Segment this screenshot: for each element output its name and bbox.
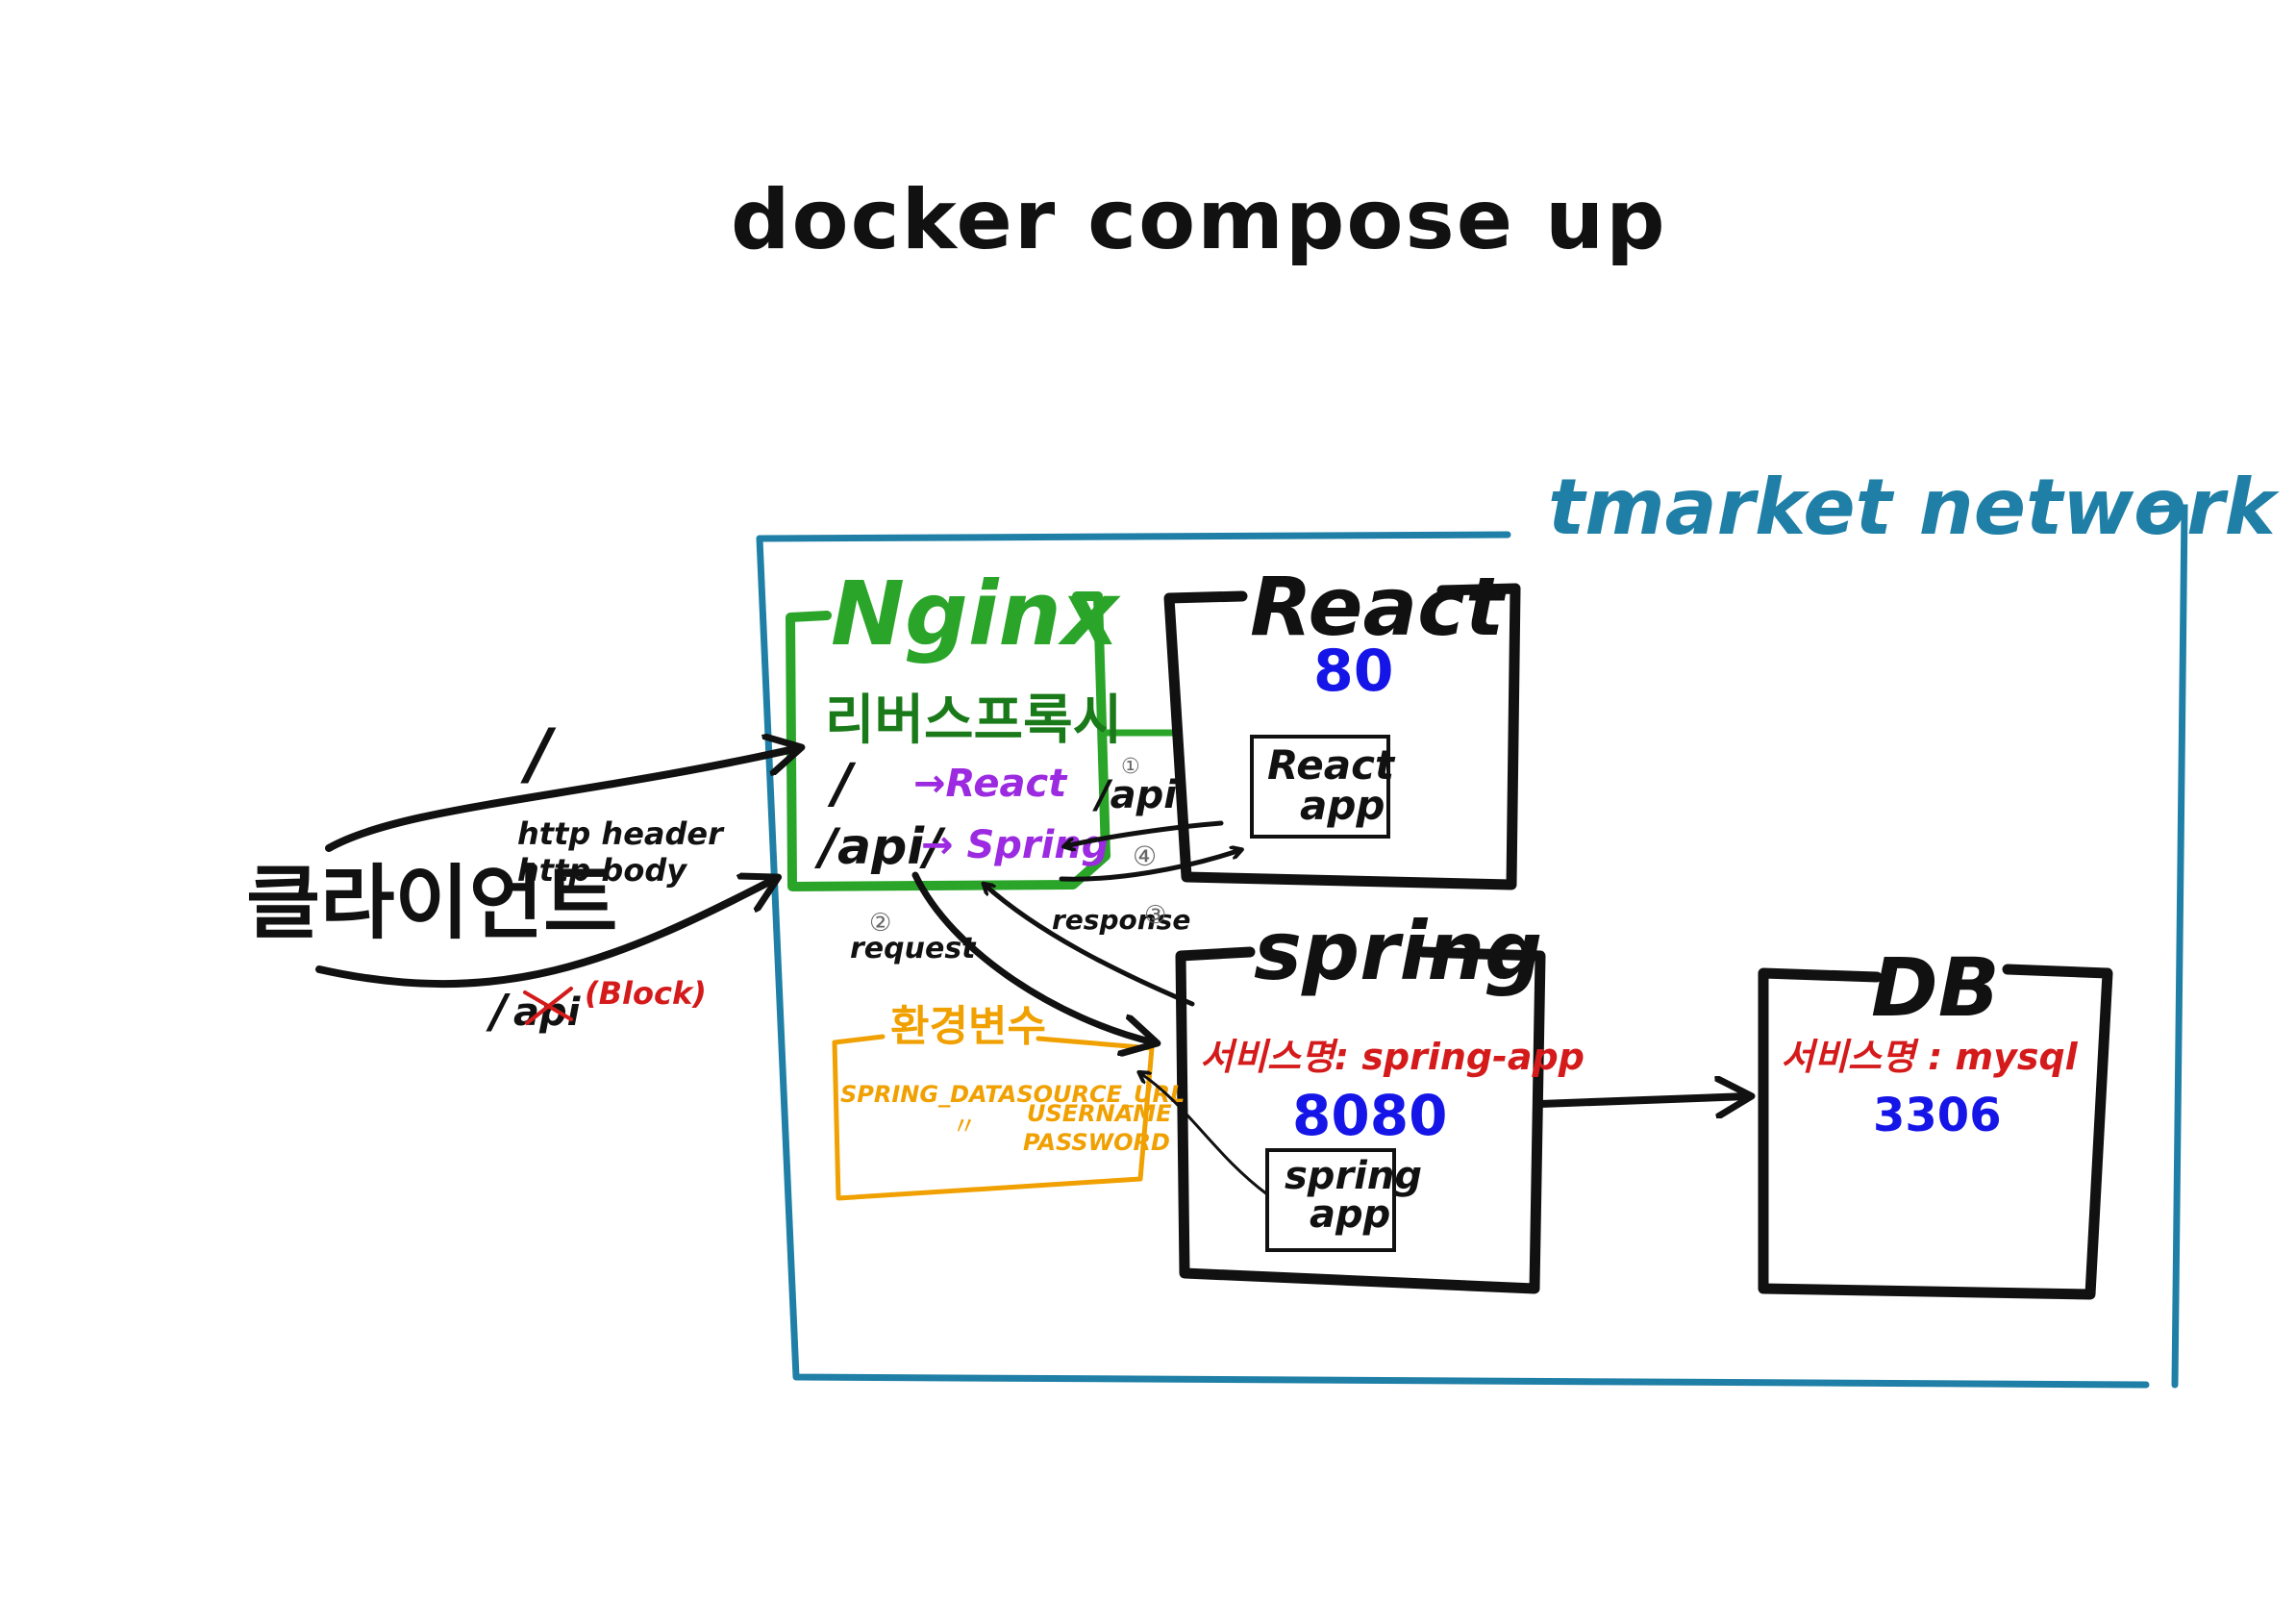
spring-app-line1: spring	[1285, 1154, 1422, 1198]
spring-app-box	[1265, 1148, 1396, 1252]
client-root-path: /	[520, 714, 557, 793]
nginx-to-spring-request-arrow	[911, 871, 1154, 1042]
react-app-line2: app	[1300, 782, 1385, 829]
spring-app-line2: app	[1310, 1192, 1390, 1237]
spring-box: spring 서비스명: spring-app 8080 spring app	[1175, 904, 1585, 1294]
db-service-name: 서비스명 : mysql	[1781, 1036, 2079, 1078]
step3-label: response	[1052, 904, 1190, 936]
env-box: 환경변수 SPRING_DATASOURCE_URL 〃 USERNAME PA…	[832, 1002, 1185, 1201]
react-to-nginx-api-arrow	[1065, 820, 1224, 846]
db-port: 3306	[1873, 1089, 2002, 1142]
react-box: React 80 React app	[1163, 560, 1521, 890]
nginx-box: Nginx 리버스프록시 / →React /api/ → Spring	[786, 563, 1179, 891]
nginx-to-react-response-arrow	[1059, 850, 1240, 882]
env-line2: USERNAME	[1027, 1100, 1172, 1127]
spring-service-name: 서비스명: spring-app	[1200, 1036, 1585, 1078]
client-label: 클라이언트	[246, 856, 617, 950]
env-line1: SPRING_DATASOURCE_URL	[840, 1081, 1185, 1108]
nginx-title: Nginx	[831, 563, 1121, 665]
step2-label: request	[850, 932, 977, 965]
react-app-line1: React	[1267, 741, 1396, 789]
nginx-spring-arrows: ② request response ③	[850, 871, 1195, 1042]
client: 클라이언트 / http header http body / api (Blo…	[246, 714, 798, 1039]
env-ditto: 〃	[952, 1113, 977, 1141]
nginx-subtitle: 리버스프록시	[825, 689, 1122, 752]
spring-to-db-arrow	[1536, 1096, 1748, 1104]
react-port: 80	[1313, 638, 1394, 705]
spring-app-to-env-arrow	[1140, 1073, 1268, 1196]
spring-title: spring	[1254, 904, 1542, 998]
env-line3: PASSWORD	[1023, 1129, 1170, 1156]
client-block-label: (Block)	[585, 975, 707, 1012]
nginx-route-root: /	[827, 753, 857, 815]
env-title: 환경변수	[890, 1002, 1046, 1051]
nginx-route-root-target: →React	[913, 762, 1068, 806]
page-title: docker compose up	[731, 172, 1667, 268]
spring-to-nginx-response-arrow	[985, 885, 1195, 1007]
step1-path: /api	[1092, 773, 1178, 817]
step4-num: ④	[1133, 840, 1157, 872]
network-boundary: tmarket network	[756, 463, 2281, 1389]
client-to-nginx-api-arrow	[315, 879, 775, 989]
step2-num: ②	[869, 909, 891, 938]
step1-num: ①	[1121, 755, 1140, 779]
nginx-react-arrows: ① /api ④	[1059, 755, 1240, 882]
client-http-body: http body	[517, 852, 687, 889]
step3-num: ③	[1144, 901, 1166, 930]
client-to-nginx-root-arrow	[325, 748, 798, 852]
api-strike-mark	[523, 987, 573, 1025]
client-http-header: http header	[517, 815, 725, 852]
nginx-route-api: /api/	[814, 818, 946, 876]
network-label: tmarket network	[1548, 463, 2281, 552]
react-title: React	[1250, 560, 1507, 654]
db-title: DB	[1871, 940, 2000, 1035]
client-api-path-struck: api	[513, 990, 582, 1035]
react-app-box	[1250, 735, 1390, 839]
db-box: DB 서비스명 : mysql 3306	[1758, 940, 2113, 1300]
client-api-path-prefix: /	[486, 985, 511, 1039]
spring-port: 8080	[1292, 1083, 1447, 1148]
nginx-route-api-target: → Spring	[921, 823, 1109, 867]
